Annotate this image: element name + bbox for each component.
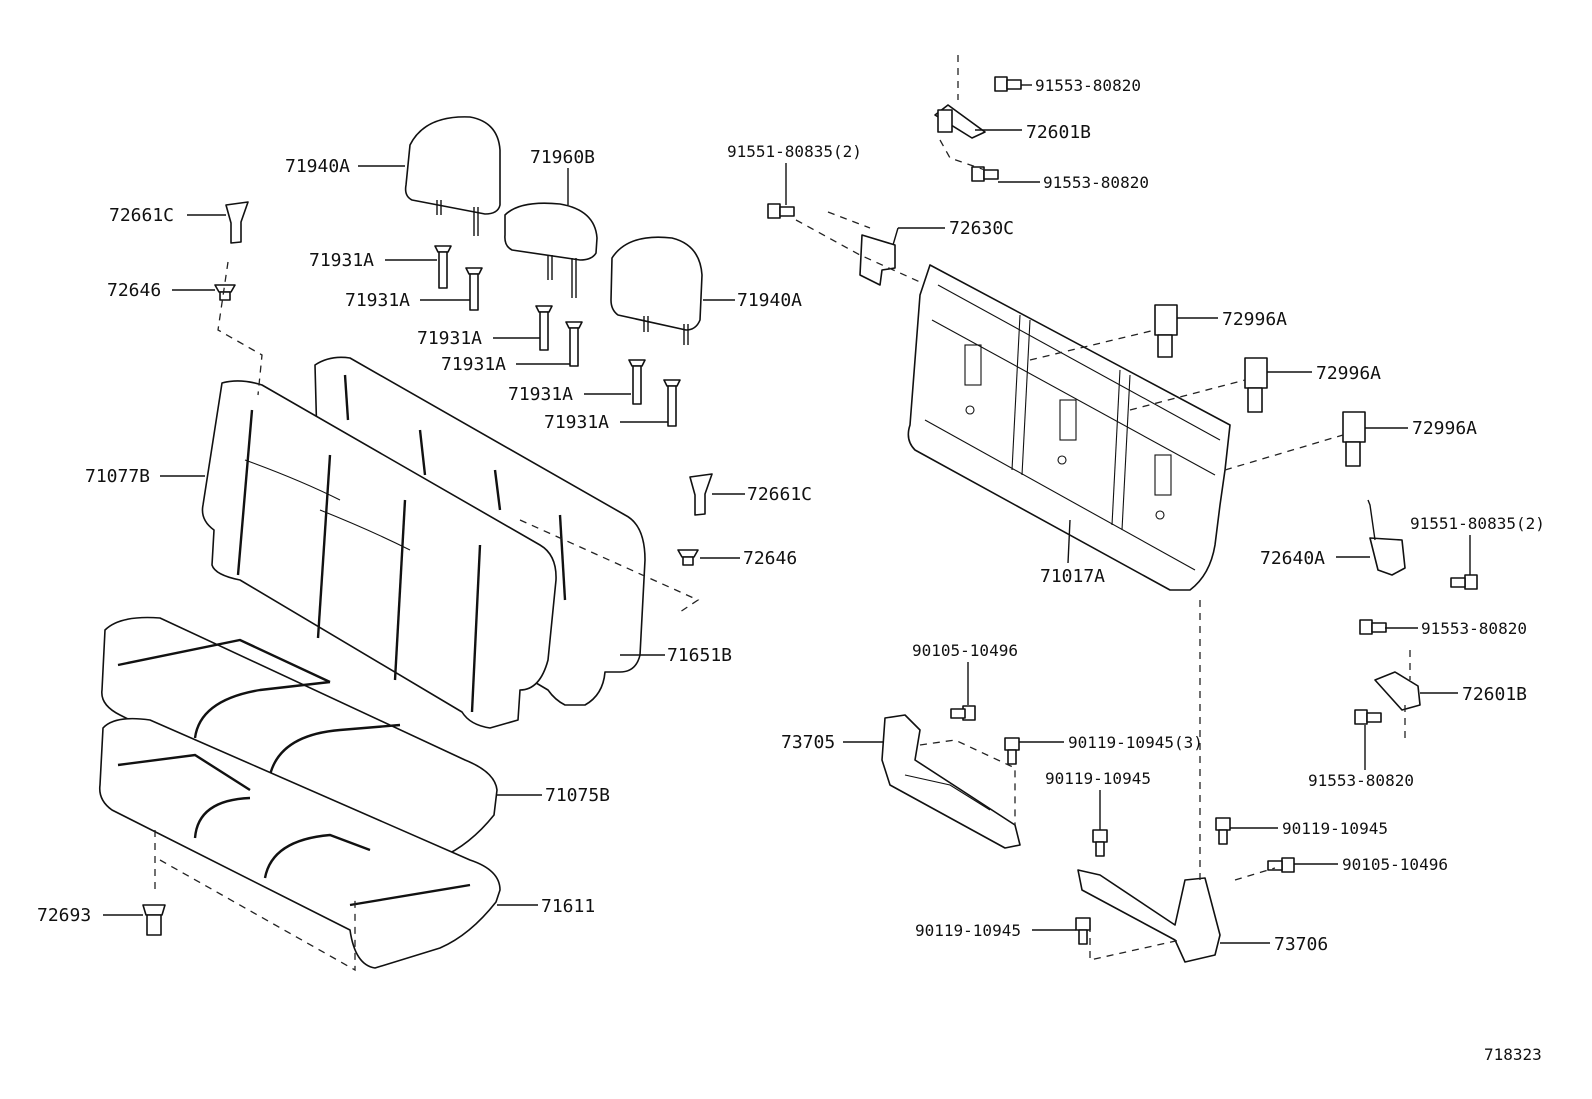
seat-back-cover[interactable] [201, 380, 557, 729]
label-guide-4[interactable]: 71931A [441, 354, 506, 375]
label-bracket-right[interactable]: 73706 [1274, 934, 1328, 955]
label-bolt-b2[interactable]: 90119-10945(3) [1068, 733, 1203, 752]
label-bolt-top-1[interactable]: 91553-80820 [1035, 76, 1141, 95]
label-bolt-top-2[interactable]: 91553-80820 [1043, 173, 1149, 192]
label-knob-left[interactable]: 72661C [109, 205, 174, 226]
label-clip-left[interactable]: 72646 [107, 280, 161, 301]
label-lock-left[interactable]: 72630C [949, 218, 1014, 239]
label-bolt-b3[interactable]: 90119-10945 [1045, 769, 1151, 788]
label-guide-3[interactable]: 71931A [417, 328, 482, 349]
label-belt-3[interactable]: 72996A [1412, 418, 1477, 439]
label-guide-5[interactable]: 71931A [508, 384, 573, 405]
label-headrest-left[interactable]: 71940A [285, 156, 350, 177]
seat-back-frame[interactable] [907, 264, 1231, 591]
belt-buckle-icons [1154, 304, 1366, 467]
label-cushion-cover[interactable]: 71075B [545, 785, 610, 806]
label-guide-2[interactable]: 71931A [345, 290, 410, 311]
headrest-guide-icons [434, 245, 681, 427]
bracket-left[interactable] [881, 714, 1021, 849]
assembly-guide-lines [154, 55, 1411, 972]
cushion-clip-icon [142, 904, 166, 936]
label-clip-right[interactable]: 72646 [743, 548, 797, 569]
clip-left-icon [214, 284, 236, 301]
label-lock-right[interactable]: 72640A [1260, 548, 1325, 569]
label-hinge-top[interactable]: 72601B [1026, 122, 1091, 143]
label-back-frame[interactable]: 71017A [1040, 566, 1105, 587]
label-bolt-right[interactable]: 91551-80835(2) [1410, 514, 1545, 533]
headrest-center[interactable] [504, 202, 598, 298]
lock-knob-right-icon [689, 473, 713, 516]
label-hinge-right[interactable]: 72601B [1462, 684, 1527, 705]
label-back-cover[interactable]: 71077B [85, 466, 150, 487]
label-bracket-left[interactable]: 73705 [781, 732, 835, 753]
label-cushion-pad[interactable]: 71611 [541, 896, 595, 917]
label-guide-1[interactable]: 71931A [309, 250, 374, 271]
label-bolt-right-1[interactable]: 91553-80820 [1421, 619, 1527, 638]
label-belt-2[interactable]: 72996A [1316, 363, 1381, 384]
lock-left-icon [859, 227, 899, 286]
label-bolt-right-2[interactable]: 91553-80820 [1308, 771, 1414, 790]
label-bolt-b6[interactable]: 90105-10496 [1342, 855, 1448, 874]
label-belt-1[interactable]: 72996A [1222, 309, 1287, 330]
leader-lines [103, 84, 1471, 944]
label-bolt-top-left[interactable]: 91551-80835(2) [727, 142, 862, 161]
hinge-right-icon [1374, 671, 1421, 711]
lock-knob-left-icon [225, 201, 249, 244]
label-bolt-b5[interactable]: 90119-10945 [915, 921, 1021, 940]
hinge-top-icon [934, 104, 986, 139]
bracket-right[interactable] [1077, 869, 1221, 963]
label-back-pad[interactable]: 71651B [667, 645, 732, 666]
headrest-left[interactable] [404, 116, 501, 236]
label-bolt-b1[interactable]: 90105-10496 [912, 641, 1018, 660]
label-bolt-b4[interactable]: 90119-10945 [1282, 819, 1388, 838]
lock-right-icon [1367, 499, 1406, 576]
headrest-right[interactable] [610, 236, 703, 345]
label-guide-6[interactable]: 71931A [544, 412, 609, 433]
label-headrest-center[interactable]: 71960B [530, 147, 595, 168]
diagram-id: 718323 [1484, 1045, 1542, 1064]
label-headrest-right[interactable]: 71940A [737, 290, 802, 311]
part-labels: 71940A 71960B 71940A 71931A 71931A 71931… [37, 76, 1545, 1064]
label-knob-right[interactable]: 72661C [747, 484, 812, 505]
cushion-pad[interactable] [98, 717, 501, 969]
cushion-cover[interactable] [101, 616, 498, 869]
label-cushion-clip[interactable]: 72693 [37, 905, 91, 926]
clip-right-icon [677, 549, 699, 566]
